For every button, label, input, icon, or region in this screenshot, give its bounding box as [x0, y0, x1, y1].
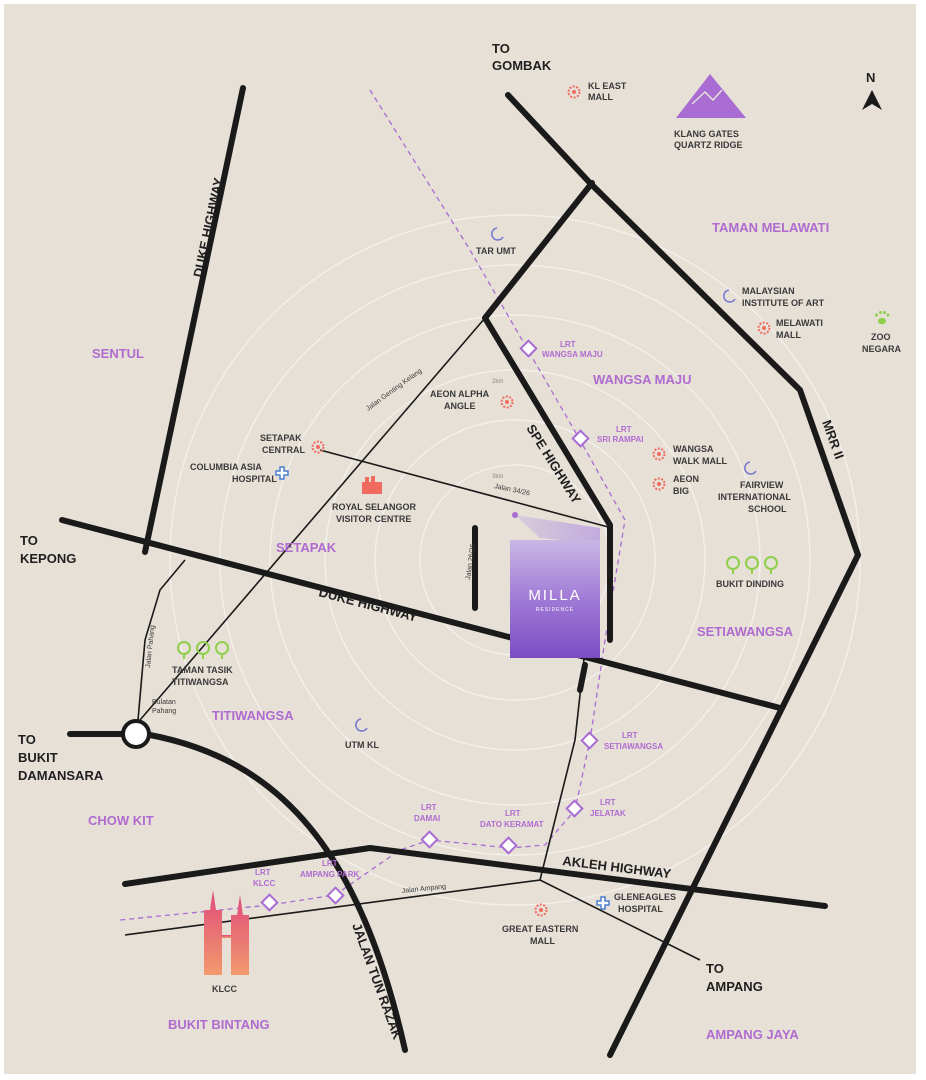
paw-icon — [875, 311, 890, 325]
area-taman-melawati: TAMAN MELAWATI — [712, 220, 829, 235]
area-setiawangsa: SETIAWANGSA — [697, 624, 794, 639]
great-eastern-mall-icon — [534, 903, 548, 917]
label-fairview-school: FAIRVIEW INTERNATIONAL SCHOOL — [718, 480, 793, 514]
area-setapak: SETAPAK — [276, 540, 337, 555]
compass: N — [862, 70, 882, 110]
kl-east-mall-icon — [567, 85, 581, 99]
label-malaysian-institute-of-art: MALAYSIAN INSTITUTE OF ART — [742, 286, 825, 308]
destination-kepong: TO KEPONG — [20, 533, 76, 566]
tree-icon — [726, 556, 778, 574]
label-lrt-klcc: LRT KLCC — [253, 868, 275, 888]
north-label: N — [866, 70, 875, 85]
label-utm-kl: UTM KL — [345, 740, 379, 750]
school-icon — [491, 227, 504, 241]
destination-ampang: TO AMPANG — [706, 961, 763, 994]
label-lrt-ampang-park: LRT AMPANG PARK — [300, 859, 359, 879]
label-lrt-jelatak: LRT JELATAK — [590, 798, 626, 818]
tree-icon — [177, 641, 229, 659]
label-tar-umt: TAR UMT — [476, 246, 516, 256]
lrt-stations — [260, 339, 599, 912]
milla-name: MILLA — [528, 587, 581, 604]
area-sentul: SENTUL — [92, 346, 144, 361]
milla-subtitle: RESIDENCE — [536, 607, 574, 613]
area-wangsa-maju: WANGSA MAJU — [593, 372, 691, 387]
wangsa-walk-mall-icon — [652, 447, 666, 461]
label-columbia-asia-hospital: COLUMBIA ASIA HOSPITAL — [190, 462, 277, 484]
label-lrt-damai: LRT DAMAI — [414, 803, 440, 823]
milla-beam — [515, 515, 600, 544]
destination-bukit-damansara: TO BUKIT DAMANSARA — [18, 732, 104, 783]
label-lrt-dato-keramat: LRT DATO KERAMAT — [480, 809, 544, 829]
label-jalan-pahang: Jalan Pahang — [145, 625, 156, 668]
area-titiwangsa: TITIWANGSA — [212, 708, 294, 723]
ring-label-3km: 3km — [492, 474, 503, 480]
label-jalan-ampang: Jalan Ampang — [401, 883, 446, 895]
klcc-towers-icon — [204, 890, 249, 975]
ring-label-2km: 2km — [492, 379, 503, 385]
label-setapak-central: SETAPAK CENTRAL — [260, 433, 305, 455]
label-zoo-negara: ZOO NEGARA — [862, 332, 902, 354]
label-jalan-26-26: Jalan 26/26 — [465, 543, 477, 580]
label-aeon-alpha-angle: AEON ALPHA ANGLE — [430, 389, 491, 411]
factory-icon — [362, 476, 382, 494]
destination-gombak: TO GOMBAK — [492, 41, 552, 73]
bulatan-pahang-roundabout — [121, 719, 151, 749]
setapak-central-icon — [311, 440, 325, 454]
melawati-mall-icon — [757, 321, 771, 335]
label-klcc: KLCC — [212, 984, 237, 994]
label-lrt-wangsa-maju: LRT WANGSA MAJU — [542, 340, 603, 359]
label-kl-east-mall: KL EAST MALL — [588, 81, 629, 102]
area-bukit-bintang: BUKIT BINTANG — [168, 1017, 270, 1032]
label-bulatan-pahang: Bulatan Pahang — [152, 699, 178, 715]
minor-roads — [124, 317, 701, 961]
north-arrow-icon — [862, 90, 882, 110]
label-melawati-mall: MELAWATI MALL — [776, 318, 825, 340]
mountain-icon — [676, 74, 746, 118]
label-lrt-setiawangsa: LRT SETIAWANGSA — [604, 731, 663, 751]
label-wangsa-walk-mall: WANGSA WALK MALL — [673, 444, 727, 466]
milla-location-pin — [512, 512, 518, 518]
area-chow-kit: CHOW KIT — [88, 813, 154, 828]
area-ampang-jaya: AMPANG JAYA — [706, 1027, 799, 1042]
school-icon — [355, 718, 368, 732]
school-icon — [744, 461, 757, 475]
label-bukit-dinding: BUKIT DINDING — [716, 579, 784, 589]
hospital-icon — [275, 466, 289, 480]
label-great-eastern-mall: GREAT EASTERN MALL — [502, 924, 581, 946]
label-taman-tasik-titiwangsa: TAMAN TASIK TITIWANGSA — [172, 665, 235, 687]
school-icon — [723, 289, 736, 303]
milla-tower — [510, 540, 600, 658]
label-aeon-big: AEON BIG — [673, 474, 702, 496]
label-lrt-sri-rampai: LRT SRI RAMPAI — [597, 425, 644, 444]
hospital-icon — [596, 896, 610, 910]
highways — [59, 85, 861, 1058]
label-gleneagles-hospital: GLENEAGLES HOSPITAL — [614, 892, 679, 914]
label-royal-selangor: ROYAL SELANGOR VISITOR CENTRE — [332, 502, 419, 524]
label-klang-gates: KLANG GATES QUARTZ RIDGE — [674, 129, 743, 150]
aeon-alpha-angle-icon — [500, 395, 514, 409]
aeon-big-icon — [652, 477, 666, 491]
